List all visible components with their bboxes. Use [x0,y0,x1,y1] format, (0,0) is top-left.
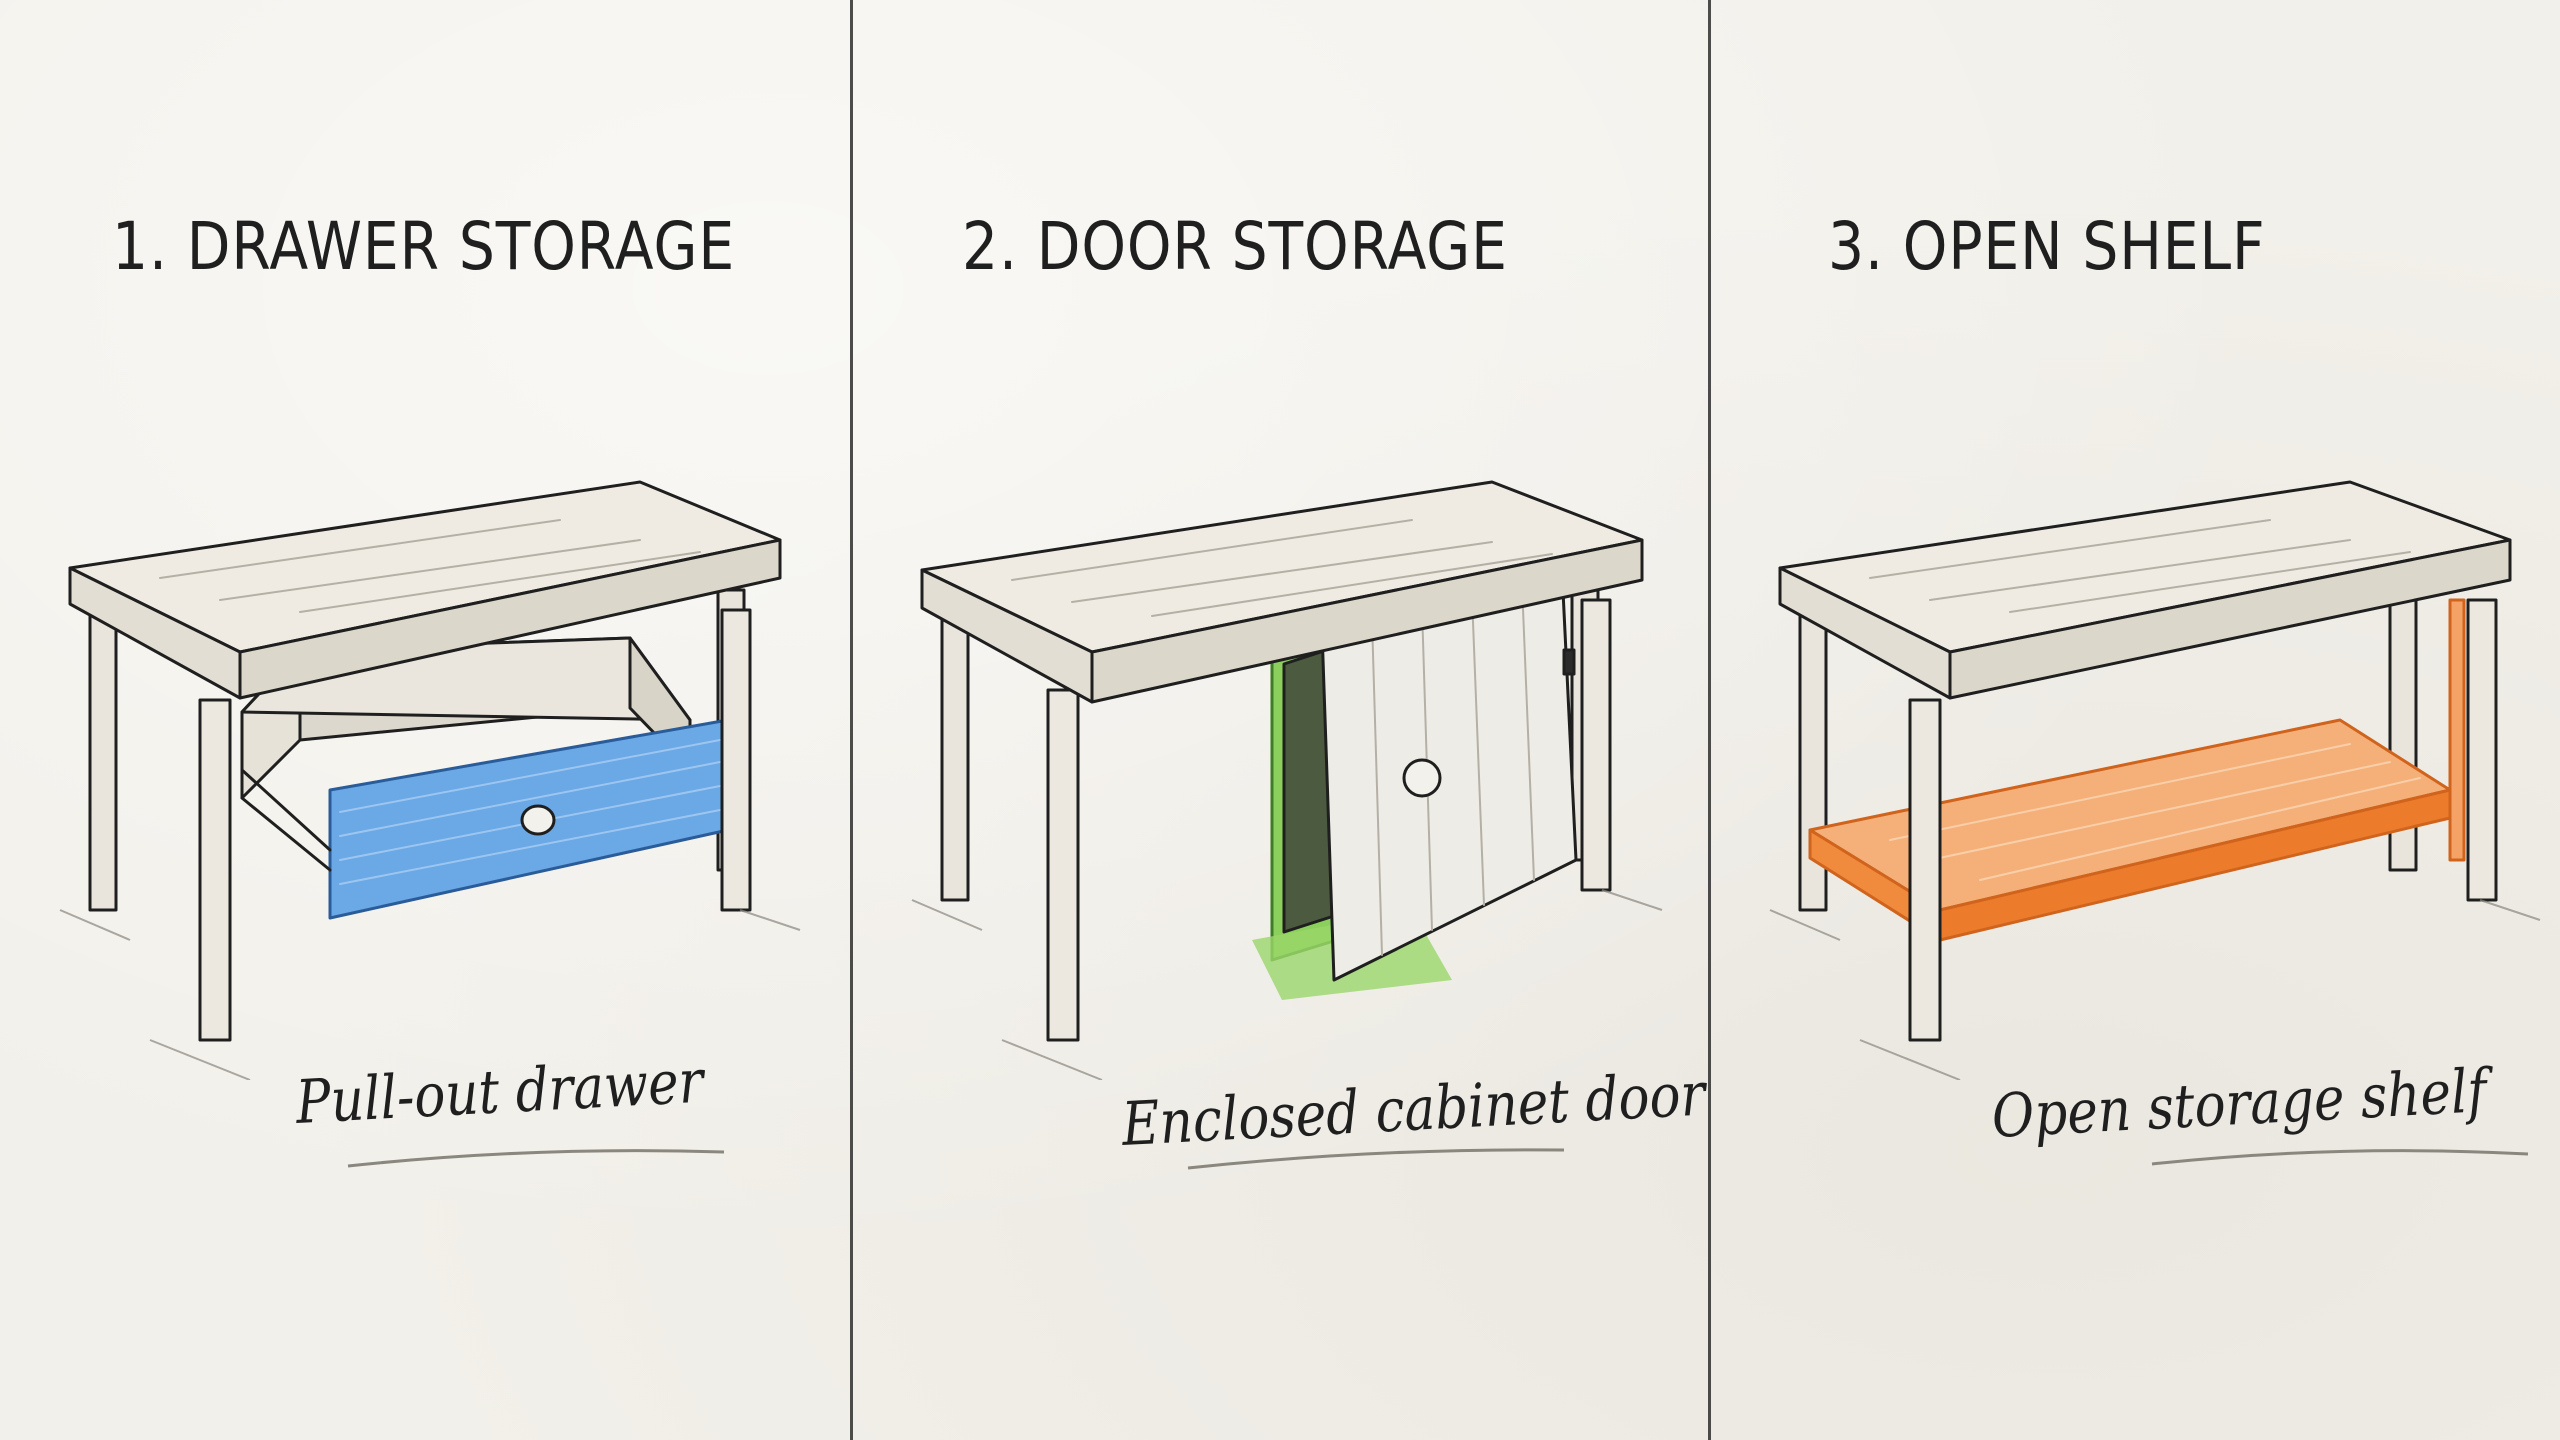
drawer-knob [520,804,556,836]
panel-divider [1708,0,1711,1440]
panel-title: 2. DOOR STORAGE [962,208,1508,285]
door-hinge [1562,648,1576,676]
table-top-side-edge [1090,538,1644,704]
back-left-leg [88,598,118,912]
front-left-leg [198,698,232,1042]
panel-door-storage: 2. DOOR STORAGE [852,0,1710,1440]
panel-title: 1. DRAWER STORAGE [112,208,736,285]
panel-drawer-storage: 1. DRAWER STORAGE [0,0,852,1440]
drawer-table-illustration [59,480,801,1080]
caption-underline [2151,1149,2529,1166]
back-left-leg [940,598,970,902]
front-right-leg [2466,598,2498,902]
caption-underline [347,1149,725,1168]
table-top-side-edge [1948,538,2512,700]
front-left-leg [1908,698,1942,1042]
open-shelf-table-illustration [1769,480,2541,1080]
cabinet-door-table-illustration [911,480,1663,1080]
caption-underline [1187,1148,1565,1170]
table-top-side-edge [238,538,782,700]
panel-title: 3. OPEN SHELF [1828,208,2266,285]
front-right-leg [1580,598,1612,892]
panel-open-shelf: 3. OPEN SHELF [1710,0,2560,1440]
panel-divider [850,0,853,1440]
front-right-leg [720,608,752,912]
front-left-leg [1046,688,1080,1042]
right-leg-highlight [2448,598,2466,862]
door-knob [1402,758,1442,798]
